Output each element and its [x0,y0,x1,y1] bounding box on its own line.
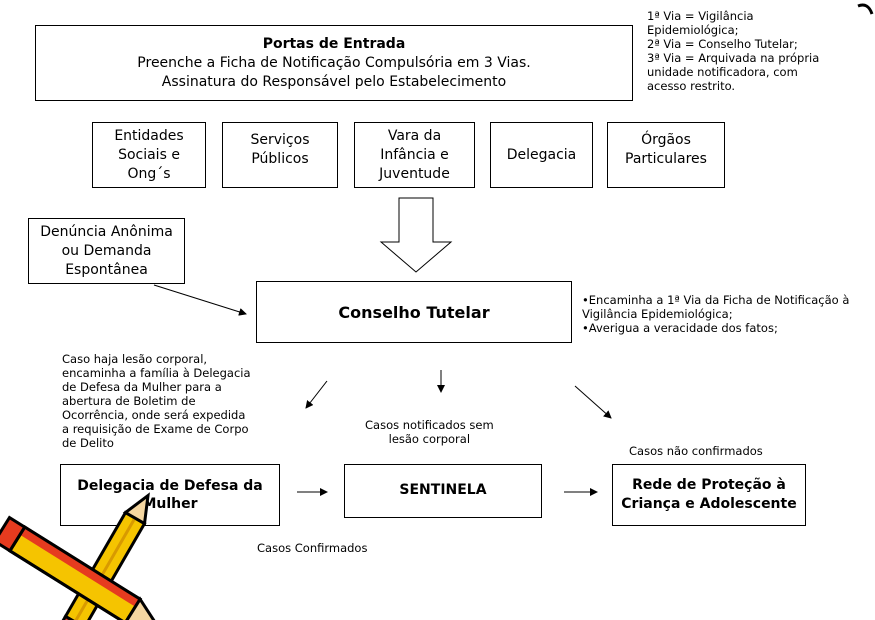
rede-protecao-box: Rede de Proteção à Criança e Adolescente [612,464,806,526]
nao-confirmados-label: Casos não confirmados [629,444,763,458]
rede-protecao-label: Criança e Adolescente [621,496,797,512]
denuncia-label: ou Demanda [61,242,152,259]
conselho-note: •Encaminha a 1ª Via da Ficha de Notifica… [582,293,849,335]
sem-lesao-note: Casos notificados sem lesão corporal [365,418,494,446]
sem-lesao-line: Casos notificados sem [365,418,494,432]
vias-note-line: 2ª Via = Conselho Tutelar; [647,37,798,51]
vias-note-line: 1ª Via = Vigilância [647,9,754,23]
sentinela-box: SENTINELA [344,464,542,518]
vias-note-line: acesso restrito. [647,79,736,93]
conselho-note-line: Vigilância Epidemiológica; [582,307,733,321]
entry-box-delegacia: Delegacia [490,122,593,188]
lesao-note-line: Ocorrência, onde será expedida [62,408,246,422]
entry-label: Juventude [379,165,450,182]
entry-box-vara: Vara da Infância e Juventude [354,122,475,188]
delegacia-mulher-box: Delegacia de Defesa da Mulher [60,464,280,526]
vias-note: 1ª Via = Vigilância Epidemiológica; 2ª V… [647,9,819,93]
delegacia-mulher-label: Delegacia de Defesa da [77,478,263,494]
arrow-to-delegacia-mulher [305,380,328,409]
entry-label: Públicos [251,151,309,167]
vias-note-line: Epidemiológica; [647,23,739,37]
conselho-tutelar-label: Conselho Tutelar [338,302,490,322]
entry-label: Infância e [380,146,449,163]
rede-protecao-label: Rede de Proteção à [632,477,786,493]
entry-box-entidades: Entidades Sociais e Ong´s [92,122,206,188]
conselho-tutelar-box: Conselho Tutelar [256,281,572,343]
entry-label: Delegacia [506,146,577,163]
lesao-note-line: Caso haja lesão corporal, [62,352,208,366]
entry-label: Entidades [114,127,184,144]
denuncia-label: Denúncia Anônima [40,223,173,240]
vias-note-line: unidade notificadora, com [647,65,798,79]
delegacia-mulher-label: Mulher [142,496,198,512]
denuncia-label: Espontânea [65,261,148,278]
entry-label: Órgãos [641,132,691,148]
header-line-1: Preenche a Ficha de Notificação Compulsó… [137,54,531,71]
arrow-denuncia-to-conselho [153,284,247,316]
lesao-note-line: a requisição de Exame de Corpo [62,422,249,436]
conselho-note-line: •Encaminha a 1ª Via da Ficha de Notifica… [582,293,850,307]
corner-arc [857,3,874,15]
sentinela-label: SENTINELA [399,482,487,498]
entry-label: Serviços [250,132,310,148]
entry-label: Vara da [387,127,442,144]
header-box: Portas de Entrada Preenche a Ficha de No… [35,25,633,101]
vias-note-line: 3ª Via = Arquivada na própria [647,51,820,65]
denuncia-box: Denúncia Anônima ou Demanda Espontânea [28,218,185,284]
entry-label: Sociais e [118,146,180,163]
sem-lesao-line: lesão corporal [388,432,471,446]
entry-box-orgaos: Órgãos Particulares [607,122,725,188]
lesao-note-line: de Defesa da Mulher para a [62,380,222,394]
entry-box-servicos: Serviços Públicos [222,122,338,188]
hollow-down-arrow [379,197,453,273]
confirmados-label: Casos Confirmados [257,541,368,555]
conselho-note-line: •Averigua a veracidade dos fatos; [582,321,778,335]
pencil-clipart-icon [0,492,162,620]
entry-label: Ong´s [127,165,171,182]
header-title: Portas de Entrada [262,35,406,52]
entry-label: Particulares [625,151,707,167]
lesao-note-line: encaminha a família à Delegacia [62,366,251,380]
lesao-note-line: de Delito [62,436,114,450]
arrow-to-rede [574,385,612,419]
header-line-2: Assinatura do Responsável pelo Estabelec… [161,73,507,90]
lesao-note-line: abertura de Boletim de [62,394,196,408]
lesao-note: Caso haja lesão corporal, encaminha a fa… [62,352,251,450]
